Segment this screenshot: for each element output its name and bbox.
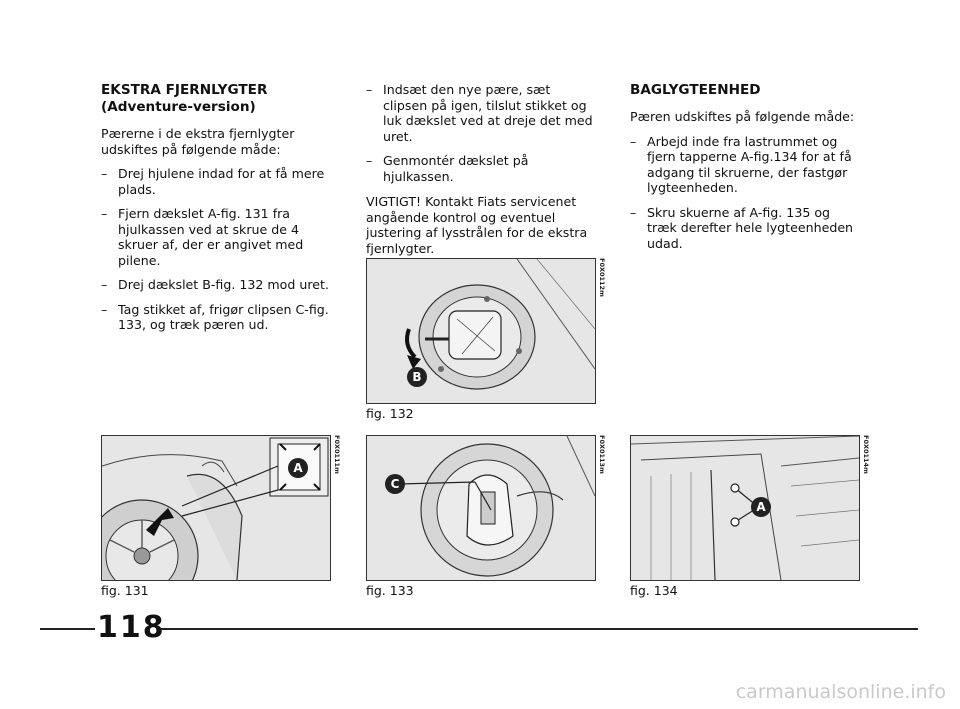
label-a-badge: A xyxy=(751,497,771,517)
label-b-badge: B xyxy=(407,367,427,387)
figure-133-code: F0X0113m xyxy=(598,435,606,474)
label-c-badge: C xyxy=(385,474,405,494)
section-heading-rear-light: BAGLYGTEENHED xyxy=(630,82,761,98)
figure-131-image: A xyxy=(101,435,331,581)
instruction-step: Genmontér dækslet på hjulkassen. xyxy=(366,153,598,184)
instruction-step: Drej dækslet B-fig. 132 mod uret. xyxy=(101,277,329,293)
intro-text: Pæren udskiftes på følgende måde: xyxy=(630,109,855,124)
section-heading-extra-lights: EKSTRA FJERNLYGTER xyxy=(101,82,268,98)
footer-rule-left xyxy=(40,628,95,630)
figure-133-image: C xyxy=(366,435,596,581)
figure-134-code: F0X0114m xyxy=(862,435,870,474)
figure-132-code: F0X0112m xyxy=(598,258,606,297)
figure-134-image: A xyxy=(630,435,860,581)
instruction-step: Fjern dækslet A-fig. 131 fra hjulkassen … xyxy=(101,206,329,268)
figure-133-caption: fig. 133 xyxy=(366,583,414,598)
instruction-step: Arbejd inde fra lastrummet og fjern tapp… xyxy=(630,134,858,196)
label-a-badge: A xyxy=(288,458,308,478)
instruction-step: Tag stikket af, frigør clipsen C-fig. 13… xyxy=(101,302,329,333)
figure-132-image: B xyxy=(366,258,596,404)
watermark: carmanualsonline.info xyxy=(735,681,946,703)
instruction-step: Skru skuerne af A-fig. 135 og træk deref… xyxy=(630,205,858,252)
column-1: EKSTRA FJERNLYGTER (Adventure-version) P… xyxy=(101,82,329,333)
figure-132-caption: fig. 132 xyxy=(366,406,414,421)
figure-134-caption: fig. 134 xyxy=(630,583,678,598)
section-subheading-adventure: (Adventure-version) xyxy=(101,99,256,115)
column-3: BAGLYGTEENHED Pæren udskiftes på følgend… xyxy=(630,82,858,251)
footer-rule-right xyxy=(160,628,918,630)
figure-131-code: F0X0111m xyxy=(333,435,341,474)
column-2: Indsæt den nye pære, sæt clipsen på igen… xyxy=(366,82,598,256)
intro-text: Pærerne i de ekstra fjernlygter udskifte… xyxy=(101,126,295,157)
page-number: 118 xyxy=(97,610,166,645)
instruction-step: Indsæt den nye pære, sæt clipsen på igen… xyxy=(366,82,598,144)
figure-131-caption: fig. 131 xyxy=(101,583,149,598)
warning-text: VIGTIGT! Kontakt Fiats servicenet angåen… xyxy=(366,194,588,256)
instruction-step: Drej hjulene indad for at få mere plads. xyxy=(101,166,329,197)
